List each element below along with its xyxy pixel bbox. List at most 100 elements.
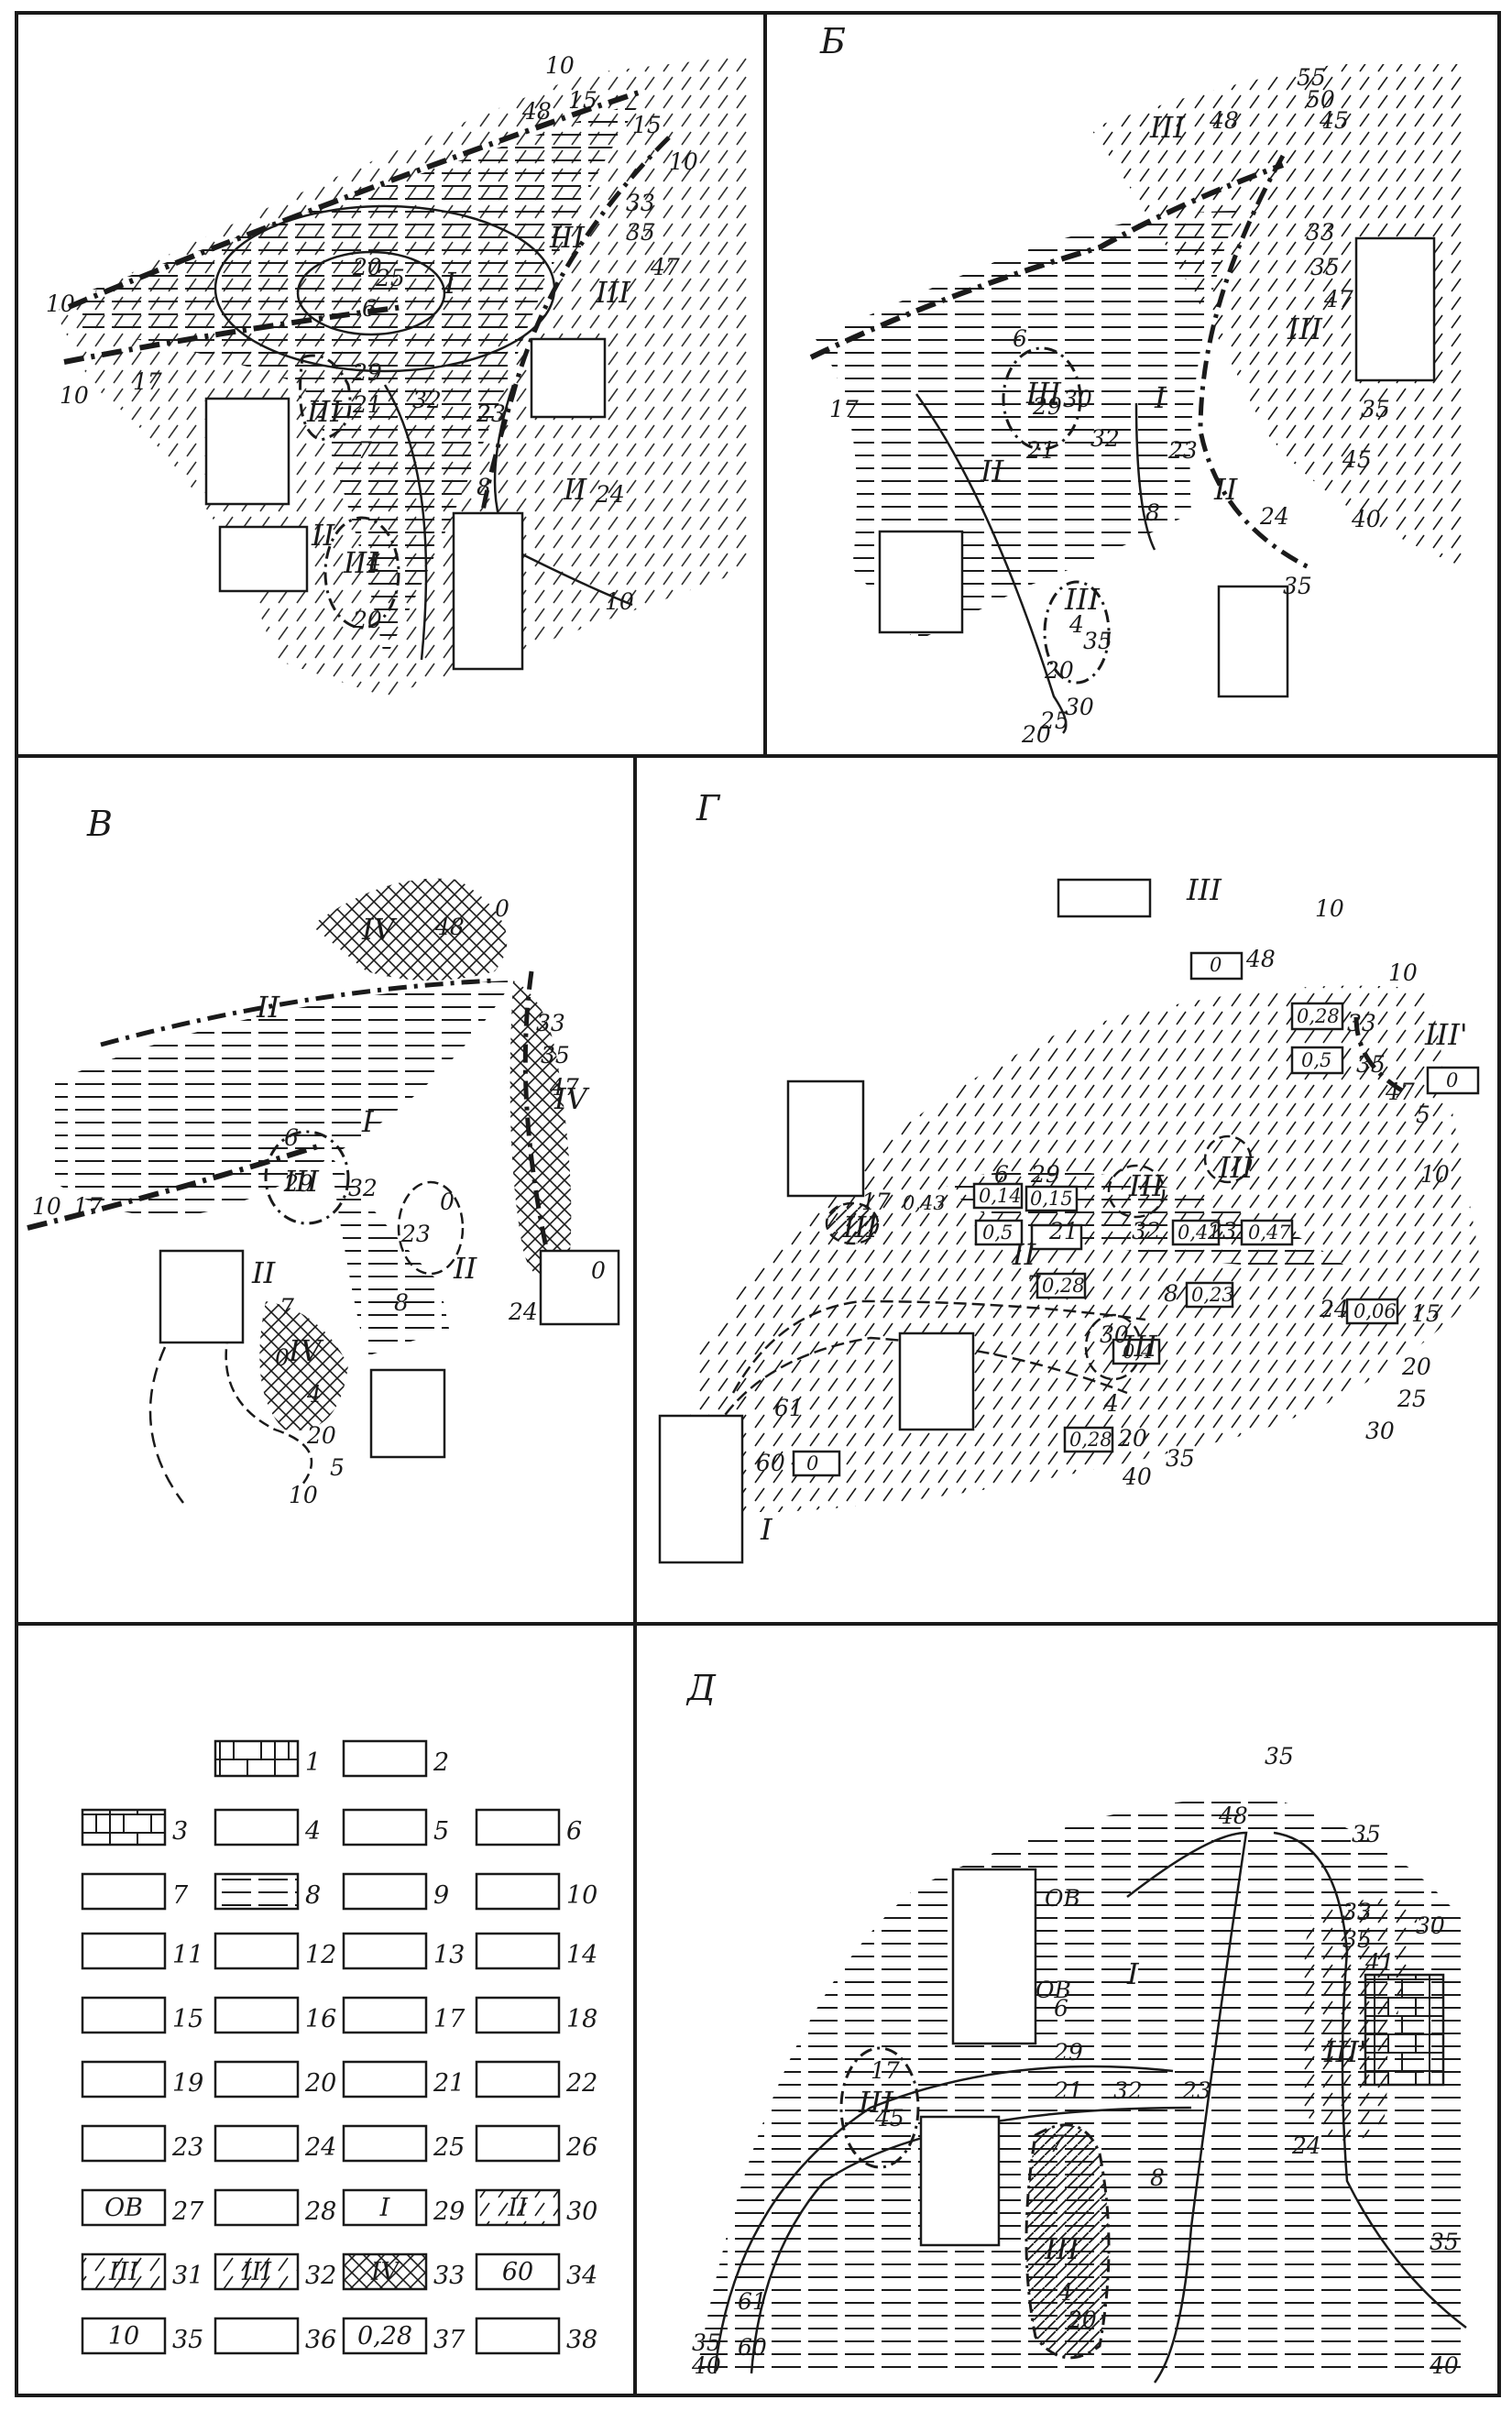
legend-number: 17 xyxy=(433,2005,466,2033)
legend-swatch xyxy=(342,2124,428,2163)
legend-swatch xyxy=(475,2060,561,2099)
panel-d-zone-label: I xyxy=(760,1512,773,1547)
legend-swatch xyxy=(214,1872,300,1911)
panel-c-isoline-label: 8 xyxy=(394,1289,409,1316)
legend-swatch xyxy=(81,1996,167,2034)
legend-number: 29 xyxy=(433,2197,465,2226)
panel-a-isoline-label: 48 xyxy=(521,98,552,125)
legend-sample-text: II xyxy=(507,2194,529,2222)
legend-swatch xyxy=(81,1872,167,1911)
panel-b-isoline-label: 47 xyxy=(1323,286,1353,312)
panel-d-value-box: 0,06 xyxy=(1353,1300,1397,1322)
legend-swatch xyxy=(342,2060,428,2099)
panel-b-isoline-label: 35 xyxy=(1283,573,1312,599)
panel-e-isoline-label: 4 xyxy=(1057,2279,1073,2306)
legend-swatch xyxy=(81,1808,167,1847)
panel-e-map: Д I III' III III OB OB 35 48 35 33 35 41… xyxy=(685,1668,1467,2384)
panel-e-isoline-label: 24 xyxy=(1291,2132,1321,2159)
panel-b-isoline-label: 29 xyxy=(1032,393,1062,420)
legend-item: 25 xyxy=(342,2124,465,2163)
panel-e-zone-label: III xyxy=(858,2085,894,2120)
legend-item: 14 xyxy=(475,1932,597,1970)
legend-swatch xyxy=(214,1808,300,1847)
panel-d-map: Г III III III' III III II I xyxy=(658,788,1485,1564)
legend-item: 19 xyxy=(81,2060,203,2099)
panel-d-isoline-label: 32 xyxy=(1132,1218,1161,1244)
panel-d-zone-label: III' xyxy=(1424,1017,1468,1052)
panel-c-zone-label: II xyxy=(256,990,281,1025)
legend-number: 12 xyxy=(305,1941,336,1969)
panel-d-isoline-label: 61 xyxy=(774,1395,804,1421)
legend-number: 38 xyxy=(566,2326,597,2354)
panel-b-isoline-label: 6 xyxy=(1013,325,1027,352)
panel-c-isoline-label: 7 xyxy=(279,1294,294,1321)
panel-d-value-box: 0 xyxy=(1210,954,1222,976)
panel-d-zone-label: III xyxy=(1128,1168,1165,1203)
panel-d-isoline-label: 10 xyxy=(1388,959,1418,986)
panel-b-isoline-label: 30 xyxy=(1065,694,1094,720)
panel-b-isoline-label: 25 xyxy=(1039,707,1069,734)
panel-a-zone-label: III xyxy=(549,220,586,255)
panel-e-zone-label: III' xyxy=(1323,2034,1367,2069)
legend-number: 27 xyxy=(171,2197,204,2226)
legend-swatch xyxy=(214,2252,300,2291)
legend-item: 38 xyxy=(475,2317,597,2355)
panel-e-note-label: OB xyxy=(1035,1977,1071,2003)
panel-b-isoline-label: 35 xyxy=(1310,254,1340,280)
legend-number: 20 xyxy=(304,2069,336,2098)
legend-number: 35 xyxy=(172,2326,203,2354)
panel-c-isoline-label: 33 xyxy=(536,1010,565,1036)
panel-b-zone-label: III xyxy=(1287,312,1323,346)
panel-e-isoline-label: 8 xyxy=(1150,2164,1165,2191)
panel-e-isoline-label: 45 xyxy=(874,2105,904,2132)
legend-sample-text: I xyxy=(379,2194,391,2222)
panel-c-isoline-label: 48 xyxy=(434,914,465,940)
legend-number: 26 xyxy=(565,2133,597,2162)
panel-e-isoline-label: 61 xyxy=(738,2288,767,2315)
legend-number: 2 xyxy=(433,1748,449,1777)
legend-number: 19 xyxy=(172,2069,203,2098)
panel-d-isoline-label: 60 xyxy=(756,1450,785,1476)
legend-number: 5 xyxy=(433,1817,449,1846)
legend-item: 6 xyxy=(475,1808,582,1847)
panel-d-isoline-label: 35 xyxy=(1356,1051,1386,1078)
panel-d-value-box: 0,4 xyxy=(1123,1341,1153,1363)
panel-c-isoline-label: 32 xyxy=(348,1175,378,1201)
panel-e-isoline-label: 21 xyxy=(1053,2077,1083,2104)
legend-swatch xyxy=(214,1932,300,1970)
panel-a-isoline-label: 33 xyxy=(626,190,655,216)
legend-number: 6 xyxy=(566,1817,582,1846)
panel-b-isoline-label: 4 xyxy=(1068,611,1084,638)
panel-b-isoline-label: 35 xyxy=(1361,396,1390,422)
legend-item: 16 xyxy=(214,1996,336,2034)
panel-c-zone-label: III xyxy=(283,1164,320,1199)
panel-a-isoline-label: 29 xyxy=(352,359,382,386)
legend-swatch xyxy=(475,1808,561,1847)
panel-b-isoline-label: 21 xyxy=(1025,437,1056,464)
legend-swatch xyxy=(214,1996,300,2034)
panel-c-isoline-label: 4 xyxy=(306,1381,322,1408)
legend-number: 28 xyxy=(304,2197,336,2226)
legend-swatch xyxy=(475,2188,561,2227)
panel-b-isoline-label: 33 xyxy=(1306,219,1335,246)
legend-number: 8 xyxy=(305,1881,321,1910)
panel-a-isoline-label: 15 xyxy=(568,87,597,114)
panel-d-value-box: 0 xyxy=(1446,1069,1458,1091)
legend-number: 21 xyxy=(433,2069,465,2098)
legend-item: 23 xyxy=(81,2124,203,2163)
panel-b-isoline-label: 40 xyxy=(1351,506,1381,532)
legend-swatch xyxy=(342,1872,428,1911)
panel-b-letter: Б xyxy=(819,21,846,61)
legend-item: 7 xyxy=(81,1872,189,1911)
panel-d-value-box: 0 xyxy=(806,1452,818,1474)
panel-c-map: В IV II I IV III II II IV 48 0 33 35 47 … xyxy=(27,804,620,1508)
panel-c-isoline-label: 24 xyxy=(508,1299,538,1325)
panel-d-isoline-label: 47 xyxy=(1385,1079,1415,1105)
legend-number: 31 xyxy=(172,2262,203,2290)
